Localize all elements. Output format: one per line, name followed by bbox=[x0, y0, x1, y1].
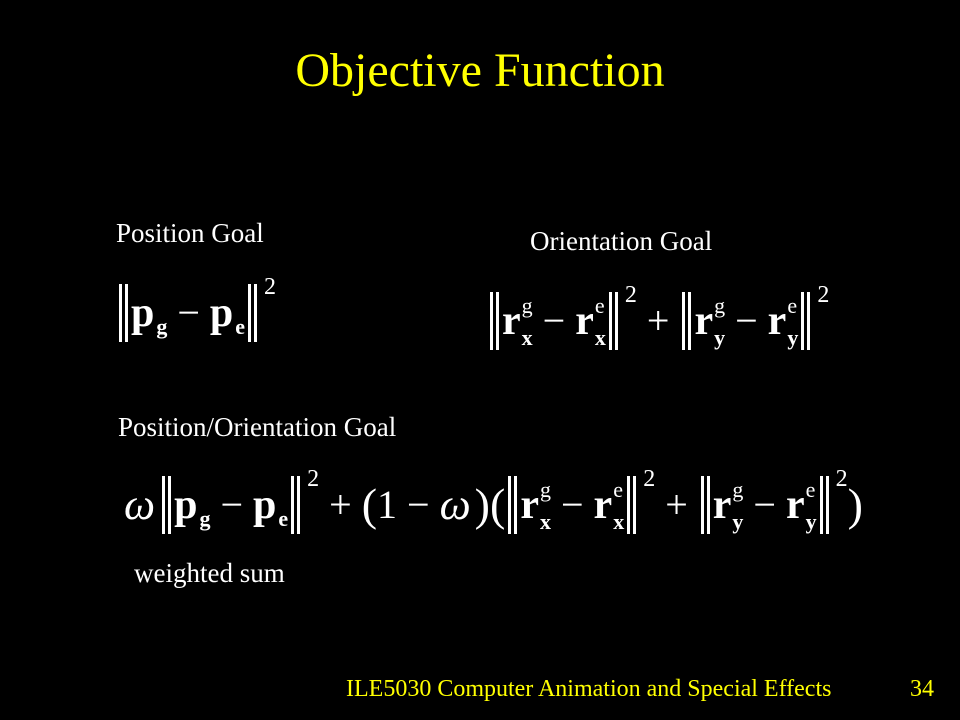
plus-operator: + bbox=[665, 482, 688, 527]
minus-operator: − bbox=[735, 298, 758, 343]
p-symbol: p bbox=[209, 290, 234, 336]
norm-bar bbox=[291, 476, 301, 534]
r-symbol: r bbox=[575, 298, 594, 344]
exponent-2: 2 bbox=[624, 282, 637, 308]
exponent-2: 2 bbox=[835, 466, 848, 492]
norm-bar bbox=[162, 476, 172, 534]
subscript-x: x bbox=[613, 509, 625, 534]
superscript-g: g bbox=[539, 477, 551, 502]
orientation-goal-label: Orientation Goal bbox=[530, 226, 713, 256]
minus-operator: − bbox=[560, 482, 584, 527]
exponent-2: 2 bbox=[264, 274, 277, 300]
subscript-e: e bbox=[235, 314, 246, 339]
scripts-g-y: g y bbox=[714, 295, 725, 349]
slide-title: Objective Function bbox=[295, 44, 665, 97]
open-paren: ( bbox=[361, 479, 378, 530]
plus-operator: + bbox=[646, 298, 670, 343]
subscript-g: g bbox=[156, 314, 168, 339]
norm-bar bbox=[682, 292, 692, 350]
scripts-g-y: g y bbox=[732, 479, 743, 533]
subscript-y: y bbox=[714, 325, 726, 350]
weighted-sum-label: weighted sum bbox=[134, 558, 285, 588]
superscript-g: g bbox=[714, 293, 726, 318]
norm-bar bbox=[819, 476, 829, 534]
omega-symbol: ω bbox=[124, 480, 156, 529]
minus-operator: − bbox=[177, 290, 200, 335]
minus-operator: − bbox=[220, 482, 243, 527]
superscript-e: e bbox=[805, 477, 816, 502]
subscript-x: x bbox=[521, 325, 533, 350]
subscript-y: y bbox=[805, 509, 817, 534]
position-goal-label: Position Goal bbox=[116, 218, 264, 248]
superscript-g: g bbox=[521, 293, 533, 318]
minus-operator: − bbox=[407, 482, 430, 527]
norm-bar bbox=[248, 284, 258, 342]
p-symbol: p bbox=[131, 290, 155, 336]
minus-operator: − bbox=[542, 298, 566, 343]
r-symbol: r bbox=[694, 298, 714, 344]
norm-bar bbox=[119, 284, 128, 342]
exponent-2: 2 bbox=[817, 282, 830, 308]
norm-bar bbox=[508, 476, 518, 534]
r-symbol: r bbox=[712, 482, 732, 528]
r-symbol: r bbox=[502, 298, 521, 344]
superscript-e: e bbox=[594, 293, 605, 318]
superscript-e: e bbox=[613, 477, 623, 502]
norm-bar bbox=[700, 476, 710, 534]
minus-operator: − bbox=[753, 482, 776, 527]
position-goal-formula: p g − p e 2 bbox=[116, 275, 276, 342]
p-symbol: p bbox=[253, 482, 277, 528]
scripts-e-y: e y bbox=[787, 295, 798, 349]
subscript-x: x bbox=[539, 509, 551, 534]
plus-operator: + bbox=[329, 482, 352, 527]
scripts-e-y: e y bbox=[806, 479, 817, 533]
open-paren: ( bbox=[489, 479, 506, 530]
weighted-sum-formula: ω p g − p e 2 + ( 1 − ω ) ( r g x − r e … bbox=[124, 467, 863, 534]
norm-bar bbox=[608, 292, 618, 350]
close-paren: ) bbox=[474, 479, 490, 530]
norm-bar bbox=[490, 292, 499, 350]
one-symbol: 1 bbox=[377, 482, 398, 527]
position-orientation-goal-label: Position/Orientation Goal bbox=[118, 412, 397, 442]
scripts-g-x: g x bbox=[522, 295, 533, 349]
exponent-2: 2 bbox=[307, 466, 320, 492]
scripts-g-x: g x bbox=[540, 479, 551, 533]
close-paren: ) bbox=[847, 479, 863, 530]
superscript-e: e bbox=[787, 293, 798, 318]
footer-course-title: ILE5030 Computer Animation and Special E… bbox=[346, 676, 832, 702]
norm-bar bbox=[627, 476, 637, 534]
norm-bar bbox=[801, 292, 811, 350]
subscript-g: g bbox=[199, 506, 211, 531]
page-number: 34 bbox=[910, 676, 934, 702]
subscript-y: y bbox=[787, 325, 799, 350]
subscript-e: e bbox=[278, 506, 289, 531]
p-symbol: p bbox=[174, 482, 198, 528]
superscript-g: g bbox=[732, 477, 744, 502]
omega-symbol: ω bbox=[439, 480, 471, 529]
exponent-2: 2 bbox=[643, 466, 656, 492]
r-symbol: r bbox=[593, 482, 613, 528]
subscript-y: y bbox=[732, 509, 744, 534]
orientation-goal-formula: r g x − r e x 2 + r g y − r e y 2 bbox=[487, 283, 829, 350]
scripts-e-x: e x bbox=[595, 295, 606, 349]
r-symbol: r bbox=[785, 482, 805, 528]
r-symbol: r bbox=[520, 482, 539, 528]
r-symbol: r bbox=[767, 298, 787, 344]
subscript-x: x bbox=[594, 325, 606, 350]
scripts-e-x: e x bbox=[613, 479, 624, 533]
